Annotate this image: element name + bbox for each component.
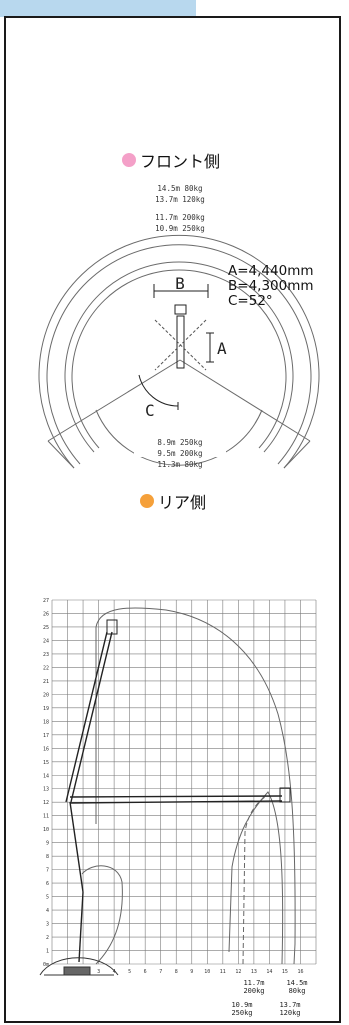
y-tick-label: 2: [46, 935, 49, 941]
x-tick-label: 4: [113, 969, 116, 975]
y-tick-label: 6: [46, 881, 49, 887]
x-tick-label: 7: [159, 969, 162, 975]
arc-13.7m: [46, 244, 312, 465]
front-side-label: フロント側: [122, 148, 220, 172]
x-tick-label: 12: [235, 969, 241, 975]
reach-label-top: 14.5m: [286, 979, 307, 987]
arc-10.9m: [71, 269, 287, 449]
y-tick-label: 24: [43, 638, 49, 644]
envelope-outer: [95, 607, 296, 965]
y-tick-label: 5: [46, 895, 49, 901]
sector-line-right: [179, 359, 311, 442]
x-tick-label: 15: [282, 969, 288, 975]
front-range-3: 11.7m 200kg: [155, 213, 205, 222]
sector-line-left: [47, 359, 181, 442]
envelope-inner: [228, 791, 284, 965]
x-tick-label: 16: [297, 969, 303, 975]
front-side-text: フロント側: [140, 152, 221, 171]
x-tick-label: 11: [220, 969, 226, 975]
x-tick-label: 3: [97, 969, 100, 975]
dim-a-label: A: [217, 339, 227, 358]
reach-label-top: 10.9m: [231, 1001, 252, 1009]
x-tick-label: 9: [190, 969, 193, 975]
chassis-icon: [39, 957, 119, 976]
arc-14.5m: [38, 234, 320, 469]
y-tick-label: 11: [43, 814, 49, 820]
rear-side-label: リア側: [140, 489, 206, 513]
working-range-chart: 0m12345678910111213141516171819202122232…: [39, 598, 317, 1017]
y-tick-label: 23: [43, 652, 49, 658]
diagram-frame: [4, 16, 341, 1023]
y-tick-label: 25: [43, 625, 49, 631]
front-range-1: 14.5m 80kg: [157, 184, 202, 193]
x-tick-label: 5: [128, 969, 131, 975]
y-tick-label: 27: [43, 598, 49, 604]
spec-block: A=4,440mm B=4,300mm C=52°: [228, 264, 314, 309]
y-tick-label: 16: [43, 746, 49, 752]
y-tick-label: 21: [43, 679, 49, 685]
reach-label-bottom: 200kg: [243, 987, 264, 995]
y-tick-label: 15: [43, 760, 49, 766]
y-tick-label: 0m: [43, 962, 49, 968]
y-tick-label: 10: [43, 827, 49, 833]
front-range-2: 13.7m 120kg: [155, 195, 205, 204]
y-tick-label: 18: [43, 719, 49, 725]
rear-arc: [95, 409, 263, 466]
reach-label-top: 11.7m: [243, 979, 264, 987]
dim-c-label: C: [145, 401, 155, 420]
rear-range-2: 9.5m 200kg: [157, 449, 202, 458]
x-tick-label: 14: [266, 969, 272, 975]
x-tick-label: 8: [175, 969, 178, 975]
boom-icon: [65, 619, 291, 963]
x-tick-label: 6: [144, 969, 147, 975]
y-tick-label: 20: [43, 692, 49, 698]
header-tab: [0, 0, 196, 17]
lower-envelope: [81, 865, 123, 965]
y-tick-label: 8: [46, 854, 49, 860]
y-tick-label: 12: [43, 800, 49, 806]
front-range-4: 10.9m 250kg: [155, 224, 205, 233]
reach-label-bottom: 80kg: [289, 987, 306, 995]
y-tick-label: 17: [43, 733, 49, 739]
spec-b: B=4,300mm: [228, 278, 314, 294]
y-tick-label: 1: [46, 949, 49, 955]
rear-range-3: 11.3m 80kg: [157, 460, 202, 469]
arc-11.7m: [64, 261, 294, 453]
reach-label-top: 13.7m: [279, 1001, 300, 1009]
front-dot-icon: [122, 153, 136, 167]
envelope-mid: [242, 796, 266, 965]
rear-dot-icon: [140, 494, 154, 508]
reach-label-bottom: 250kg: [231, 1009, 252, 1017]
y-tick-label: 14: [43, 773, 49, 779]
spec-a: A=4,440mm: [228, 263, 314, 279]
y-tick-label: 4: [46, 908, 49, 914]
y-tick-label: 26: [43, 611, 49, 617]
rear-range-1: 8.9m 250kg: [157, 438, 202, 447]
y-tick-label: 7: [46, 868, 49, 874]
y-tick-label: 9: [46, 841, 49, 847]
x-tick-label: 13: [251, 969, 257, 975]
machine-top-icon: [138, 284, 214, 410]
spec-c: C=52°: [228, 293, 273, 309]
y-tick-label: 13: [43, 787, 49, 793]
reach-label-bottom: 120kg: [279, 1009, 300, 1017]
y-tick-label: 19: [43, 706, 49, 712]
y-tick-label: 22: [43, 665, 49, 671]
rear-side-text: リア側: [158, 493, 207, 512]
y-tick-label: 3: [46, 922, 49, 928]
top-view-diagram: 14.5m 80kg 13.7m 120kg 11.7m 200kg 10.9m…: [38, 184, 320, 469]
dim-b-label: B: [175, 274, 185, 293]
x-tick-label: 10: [204, 969, 210, 975]
